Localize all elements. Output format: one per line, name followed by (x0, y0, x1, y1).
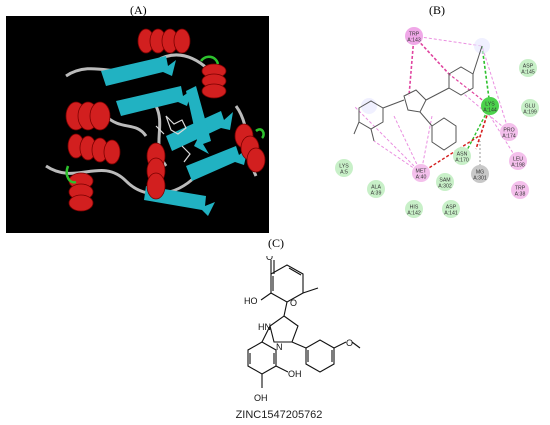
residue-name: ASN (457, 152, 468, 158)
residue-name: GLU (525, 104, 536, 110)
residue-bubble (367, 180, 385, 198)
residue-position: A:141 (444, 211, 458, 217)
residue-bubble (500, 123, 518, 141)
atom-n: N (276, 342, 283, 352)
residue-position: A:143 (407, 38, 421, 44)
molecule-bonds (247, 260, 361, 388)
residue-position: A:144 (483, 108, 497, 114)
atom-o-ring: O (290, 298, 297, 308)
residue-name: ASP (446, 205, 457, 211)
ligand-skeleton (353, 28, 490, 151)
residue-bubble (481, 97, 499, 115)
residue-position: A:38 (515, 192, 526, 198)
residue-bubble (519, 59, 537, 77)
residue-bubble (405, 27, 423, 45)
residue-bubble (436, 173, 454, 191)
beta-strands (101, 56, 248, 216)
residue-bubble (511, 181, 529, 199)
residue-name: HIS (410, 205, 419, 211)
residue-bubble (471, 165, 489, 183)
residue-position: A:198 (511, 163, 525, 169)
residue-position: A:302 (438, 184, 452, 190)
chemical-structure: O HO O HN N O OH OH (206, 252, 362, 406)
residue-name: TRP (515, 186, 526, 192)
residue-bubble (521, 99, 539, 117)
ligand-sticks (155, 115, 191, 163)
atom-oh-1: OH (288, 369, 302, 379)
compound-id-label: ZINC1547205762 (235, 409, 323, 421)
residue-name: MET (416, 169, 428, 175)
residue-name: ALA (371, 185, 381, 191)
atom-oh-2: OH (254, 393, 268, 403)
residue-name: TRP (409, 32, 420, 38)
residue-name: ASP (523, 64, 534, 70)
residue-position: A:142 (407, 211, 421, 217)
residue-position: A:170 (455, 158, 469, 164)
turn-segments (65, 55, 265, 184)
alpha-helices (65, 28, 266, 212)
atom-nh: HN (258, 322, 271, 332)
residue-bubble (509, 152, 527, 170)
panel-c-label: (C) (268, 236, 284, 250)
residue-name: LYS (485, 102, 495, 108)
residue-name: LYS (339, 164, 349, 170)
protein-structure-image (6, 16, 269, 233)
panel-a-label: (A) (130, 3, 147, 17)
residue-mg301: MGA:301 (471, 165, 489, 183)
panel-b-label: (B) (429, 3, 445, 17)
residue-position: A:39 (371, 191, 382, 197)
residue-name: MG (476, 170, 484, 176)
residue-position: A:145 (521, 70, 535, 76)
residue-position: A:40 (416, 175, 427, 181)
residue-bubble (442, 200, 460, 218)
atom-oh-left: HO (244, 296, 258, 306)
residue-position: A:174 (502, 134, 516, 140)
residue-bubble (412, 164, 430, 182)
atom-o-methoxy: O (346, 338, 353, 348)
residue-position: A:5 (340, 170, 348, 176)
residue-bubble (453, 147, 471, 165)
residue-position: A:301 (473, 176, 487, 182)
residue-name: PRO (503, 128, 514, 134)
residue-position: A:199 (523, 110, 537, 116)
residue-name: SAM (439, 178, 450, 184)
residue-bubble (405, 200, 423, 218)
residue-bubble (335, 159, 353, 177)
residue-name: LEU (513, 157, 523, 163)
ribbon-render (6, 16, 269, 233)
atom-o-top: O (266, 256, 273, 262)
